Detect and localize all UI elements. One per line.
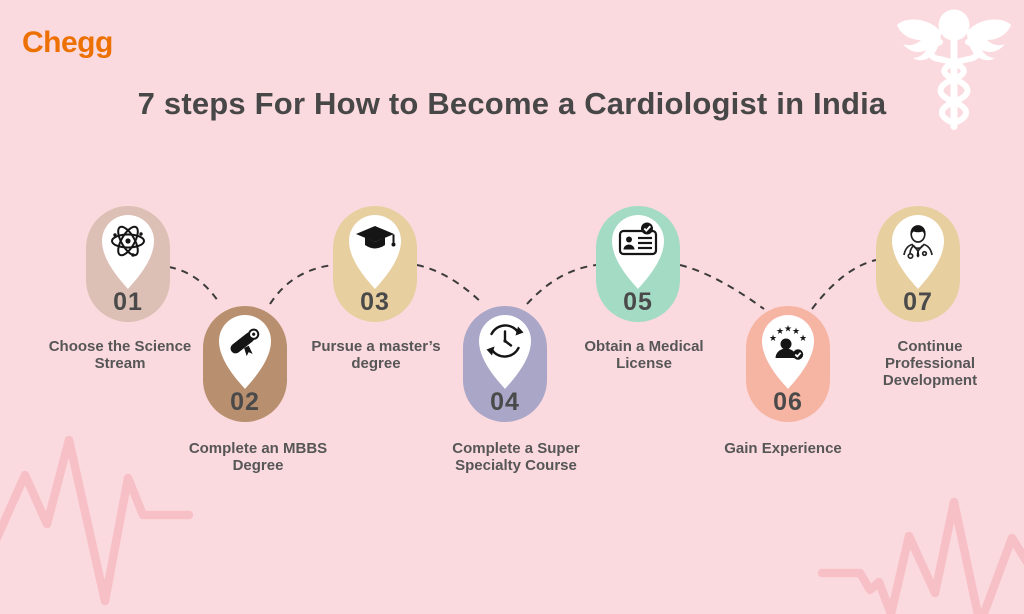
step-2: 02: [203, 306, 287, 422]
svg-text:★: ★: [792, 326, 800, 336]
step-number: 02: [230, 388, 260, 416]
location-pin: [479, 315, 531, 389]
diploma-icon: [230, 328, 260, 357]
location-pin: [892, 215, 944, 289]
step-7: 07: [876, 206, 960, 322]
step-number: 01: [113, 288, 143, 316]
step-number: 07: [903, 288, 933, 316]
doctor-icon: [903, 225, 933, 260]
step-5-pill: 05: [596, 206, 680, 322]
connector-2-3: [269, 264, 334, 305]
location-pin: [219, 315, 271, 389]
svg-text:★: ★: [799, 333, 807, 343]
location-pin: ★ ★ ★ ★ ★: [762, 315, 814, 389]
step-4: 04: [463, 306, 547, 422]
connector-4-5: [526, 264, 597, 305]
caduceus-icon: [897, 9, 1011, 130]
medical-license-icon: [618, 222, 658, 256]
experience-icon: ★ ★ ★ ★ ★: [769, 324, 807, 360]
step-5: 05: [596, 206, 680, 322]
step-1-pill: 01: [86, 206, 170, 322]
ekg-line-right: [817, 497, 1024, 614]
connector-6-7: [811, 259, 877, 310]
step-3-pill: 03: [333, 206, 417, 322]
atom-icon: [111, 225, 145, 257]
chegg-logo: Chegg: [22, 26, 113, 59]
step-number: 03: [360, 288, 390, 316]
step-number: 06: [773, 388, 803, 416]
connector-3-4: [416, 264, 484, 305]
step-1: 01: [86, 206, 170, 322]
step-2-label: Complete an MBBS Degree: [188, 440, 328, 474]
graduation-cap-icon: [356, 226, 396, 249]
step-5-label: Obtain a Medical License: [584, 338, 704, 372]
location-pin: [349, 215, 401, 289]
clock-cycle-icon: [486, 324, 524, 358]
svg-text:★: ★: [769, 333, 777, 343]
step-number: 05: [623, 288, 653, 316]
ekg-line-left: [0, 435, 194, 606]
step-6-label: Gain Experience: [724, 440, 842, 457]
step-2-pill: 02: [203, 306, 287, 422]
svg-text:★: ★: [784, 324, 792, 334]
step-1-label: Choose the Science Stream: [48, 338, 192, 372]
step-7-label: Continue Professional Development: [882, 338, 978, 389]
step-6: ★ ★ ★ ★ ★ 06: [746, 306, 830, 422]
connector-1-2: [168, 266, 221, 305]
step-3-label: Pursue a master’s degree: [311, 338, 441, 372]
step-number: 04: [490, 388, 520, 416]
page-title: 7 steps For How to Become a Cardiologist…: [137, 86, 887, 121]
location-pin: [612, 215, 664, 289]
svg-text:★: ★: [776, 326, 784, 336]
step-6-pill: ★ ★ ★ ★ ★ 06: [746, 306, 830, 422]
connector-5-6: [679, 264, 765, 310]
step-3: 03: [333, 206, 417, 322]
step-7-pill: 07: [876, 206, 960, 322]
location-pin: [102, 215, 154, 289]
step-4-pill: 04: [463, 306, 547, 422]
step-4-label: Complete a Super Specialty Course: [452, 440, 580, 474]
